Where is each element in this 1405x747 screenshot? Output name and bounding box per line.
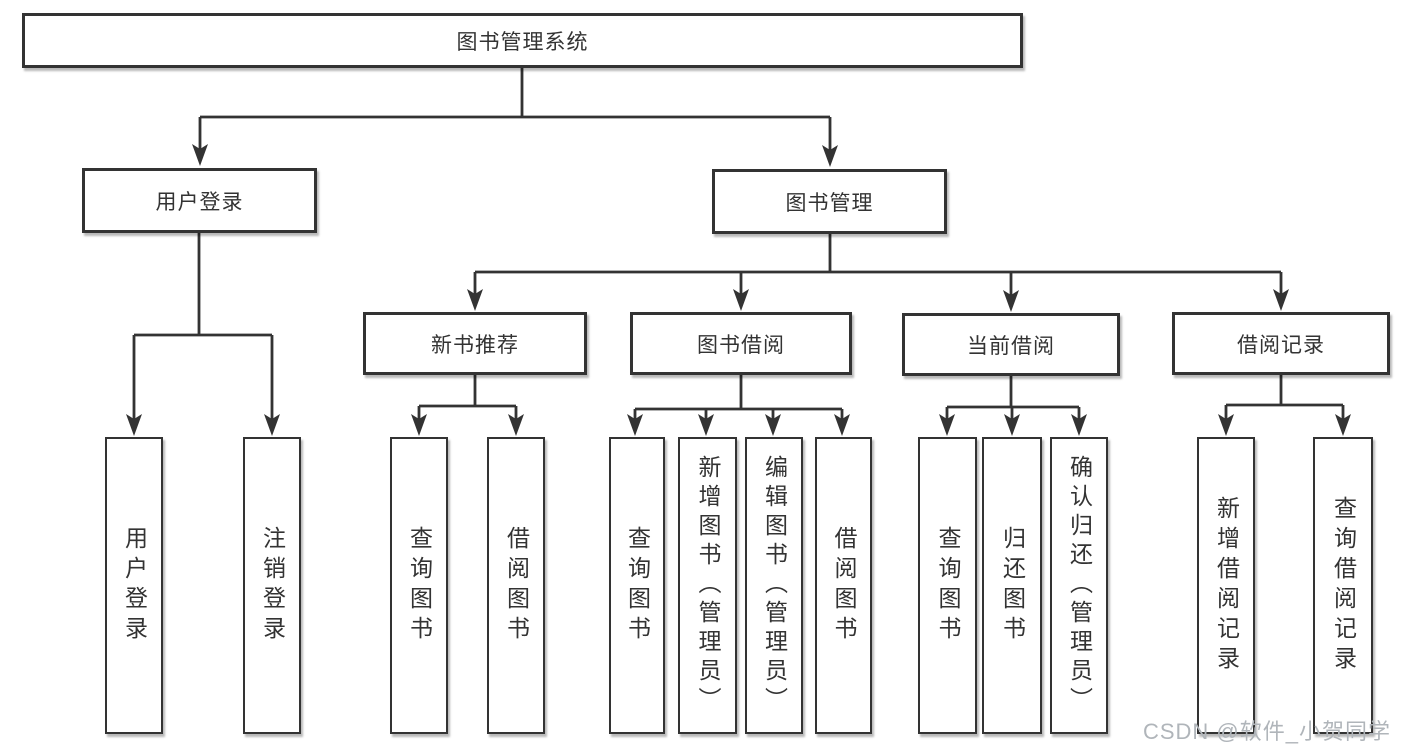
leaf-borrow-book-newbook: 借阅图书 — [487, 437, 545, 734]
leaf-edit-book-admin: 编辑图书（管理员） — [745, 437, 803, 734]
leaf-borrow-book-borrow: 借阅图书 — [815, 437, 872, 734]
node-book-borrow: 图书借阅 — [630, 312, 852, 375]
leaf-logout-login: 注销登录 — [243, 437, 301, 734]
leaf-query-book-newbook: 查询图书 — [390, 437, 448, 734]
arrowheads — [126, 144, 1351, 436]
leaf-confirm-return-admin: 确认归还（管理员） — [1050, 437, 1108, 734]
leaf-query-book-borrow: 查询图书 — [609, 437, 665, 734]
leaf-add-borrow-record: 新增借阅记录 — [1197, 437, 1255, 734]
watermark: CSDN @软件_小贺同学 — [1142, 719, 1391, 744]
node-current-borrow: 当前借阅 — [902, 313, 1120, 376]
node-root: 图书管理系统 — [22, 13, 1023, 68]
leaf-add-book-admin: 新增图书（管理员） — [678, 437, 737, 734]
node-new-book-recommend: 新书推荐 — [363, 312, 587, 375]
node-borrow-records: 借阅记录 — [1172, 312, 1390, 375]
leaf-query-book-current: 查询图书 — [918, 437, 977, 734]
leaf-query-borrow-record: 查询借阅记录 — [1313, 437, 1373, 734]
node-user-login: 用户登录 — [82, 168, 317, 233]
leaf-return-book: 归还图书 — [982, 437, 1042, 734]
node-book-management: 图书管理 — [712, 169, 947, 234]
leaf-user-login: 用户登录 — [105, 437, 163, 734]
